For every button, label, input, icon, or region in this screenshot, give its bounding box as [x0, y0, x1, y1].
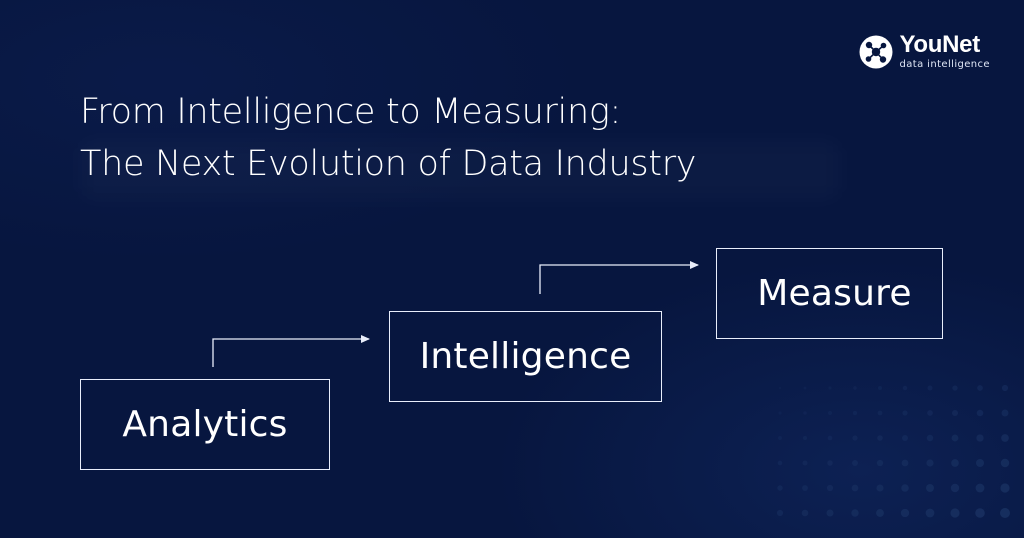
younet-logo: YouNet data intelligence — [859, 33, 990, 70]
stage-intelligence-label: Intelligence — [419, 336, 632, 377]
page-title: From Intelligence to Measuring: The Next… — [80, 86, 697, 190]
stage-analytics-label: Analytics — [122, 404, 288, 445]
logo-text: YouNet data intelligence — [899, 33, 990, 70]
title-line-1: From Intelligence to Measuring: — [80, 92, 622, 132]
stage-measure-label: Measure — [757, 273, 912, 314]
title-line-2: The Next Evolution of Data Industry — [80, 144, 697, 184]
stage-intelligence-box: Intelligence — [389, 311, 662, 402]
stage-measure-box: Measure — [716, 248, 943, 339]
molecule-icon — [859, 35, 893, 68]
stage-analytics-box: Analytics — [80, 379, 330, 470]
logo-tagline: data intelligence — [899, 59, 990, 70]
logo-name: YouNet — [899, 31, 980, 58]
